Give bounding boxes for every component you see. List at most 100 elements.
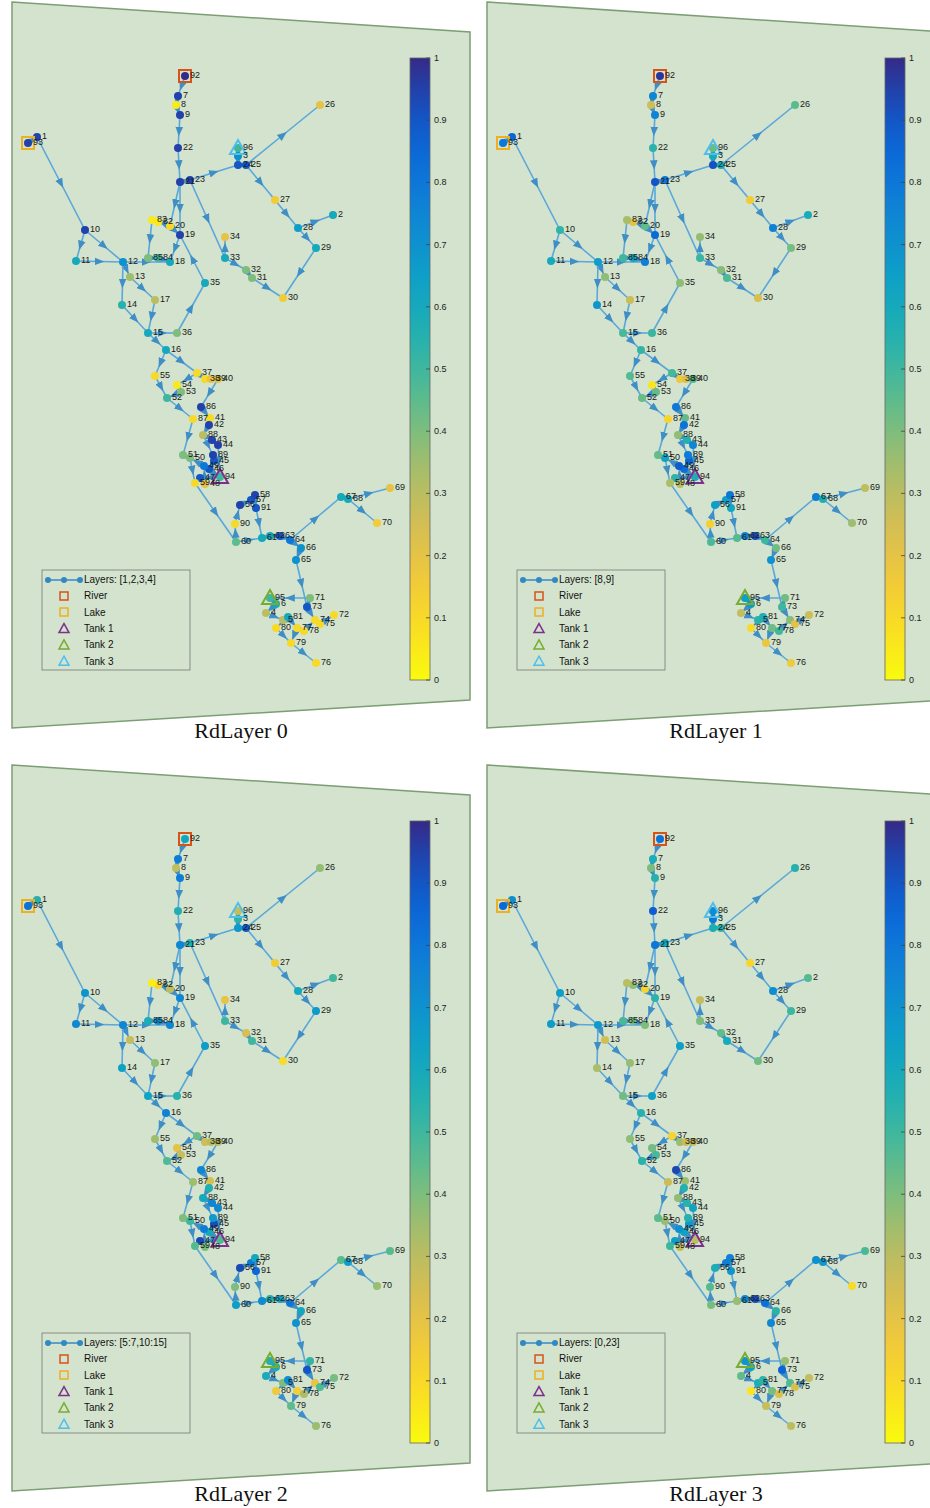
legend-entry: Tank 2: [559, 639, 588, 651]
node-number: 16: [646, 344, 656, 354]
junction-dot: [706, 1283, 714, 1291]
colorbar-tick: 0.7: [909, 1003, 922, 1013]
colorbar-tick: 1: [909, 53, 914, 63]
junction-dot: [144, 329, 152, 337]
junction-dot: [199, 431, 207, 439]
node-number: 71: [315, 1355, 325, 1365]
node-number: 14: [127, 299, 137, 309]
pipe-line: [166, 350, 197, 373]
colorbar-tick-mark: [901, 1194, 905, 1195]
node-number: 2: [813, 972, 818, 982]
node-number: 9: [660, 872, 665, 882]
colorbar-tick-mark: [426, 821, 430, 822]
node-number: 27: [280, 194, 290, 204]
legend-entry: Tank 2: [559, 1402, 588, 1414]
junction-dot: [232, 538, 240, 546]
junction-dot: [297, 544, 305, 552]
colorbar-tick: 0.4: [909, 1189, 922, 1199]
junction-dot: [330, 1374, 338, 1382]
pipe-line: [721, 868, 795, 928]
colorbar-tick: 0.1: [434, 1376, 447, 1386]
node-number: 62: [750, 530, 760, 540]
node-number: 62: [750, 1293, 760, 1303]
node-number: 27: [755, 957, 765, 967]
pipe-line: [652, 283, 680, 333]
node-number: 8: [656, 862, 661, 872]
node-number: 14: [127, 1062, 137, 1072]
colorbar-tick-mark: [901, 369, 905, 370]
pipe-line: [721, 105, 795, 165]
node-number: 62: [275, 530, 285, 540]
node-number: 66: [306, 1305, 316, 1315]
colorbar-tick-mark: [901, 1318, 905, 1319]
node-number: 80: [281, 622, 291, 632]
node-number: 76: [796, 1420, 806, 1430]
colorbar-tick-mark: [426, 680, 430, 681]
junction-dot: [248, 1037, 256, 1045]
node-number: 19: [185, 992, 195, 1002]
junction-dot: [709, 924, 717, 932]
node-number: 80: [756, 1385, 766, 1395]
pipe-line: [597, 305, 623, 333]
node-number: 14: [602, 299, 612, 309]
node-number: 60: [241, 536, 251, 546]
junction-dot: [746, 196, 754, 204]
junction-dot: [174, 144, 182, 152]
node-number: 96: [243, 905, 253, 915]
junction-dot: [623, 979, 631, 987]
junction-dot: [723, 1037, 731, 1045]
pipe-line: [290, 497, 341, 540]
junction-dot: [769, 987, 777, 995]
source-symbol: [497, 137, 509, 149]
node-number: 87: [198, 1176, 208, 1186]
node-number: 48: [685, 478, 695, 488]
junction-dot: [747, 1387, 755, 1395]
junction-dot: [337, 493, 345, 501]
colorbar-tick-mark: [901, 1069, 905, 1070]
pipe-line: [252, 1041, 283, 1061]
colorbar-tick-mark: [426, 431, 430, 432]
junction-dot: [778, 603, 786, 611]
node-number: 93: [33, 137, 43, 147]
colorbar-tick: 0.9: [434, 878, 447, 888]
junction-dot: [312, 659, 320, 667]
source-symbol: [22, 900, 34, 912]
junction-dot: [236, 1264, 244, 1272]
pipe-line: [597, 262, 598, 305]
node-number: 29: [796, 1005, 806, 1015]
node-number: 25: [726, 922, 736, 932]
junction-dot: [162, 346, 170, 354]
legend-sample: [59, 1403, 69, 1412]
node-number: 30: [288, 292, 298, 302]
junction-dot: [201, 279, 209, 287]
pipe-line: [597, 1068, 623, 1096]
node-number: 28: [778, 985, 788, 995]
junction-dot: [664, 1178, 672, 1186]
node-number: 23: [670, 174, 680, 184]
colorbar-tick: 0.1: [909, 1376, 922, 1386]
pipe-line: [670, 1246, 711, 1305]
node-number: 10: [565, 224, 575, 234]
colorbar-tick: 0.3: [909, 488, 922, 498]
node-number: 60: [241, 1299, 251, 1309]
node-number: 73: [312, 1364, 322, 1374]
junction-dot: [674, 1194, 682, 1202]
node-number: 80: [756, 622, 766, 632]
node-number: 90: [715, 1281, 725, 1291]
junction-dot: [191, 479, 199, 487]
junction-dot: [547, 1020, 555, 1028]
node-number: 88: [683, 429, 693, 439]
junction-dot: [176, 874, 184, 882]
node-number: 75: [800, 1381, 810, 1391]
junction-dot: [294, 987, 302, 995]
pipe-line: [275, 963, 298, 991]
pipe-line: [246, 868, 320, 928]
node-number: 79: [296, 1400, 306, 1410]
node-number: 88: [208, 429, 218, 439]
junction-dot: [593, 1064, 601, 1072]
node-number: 26: [800, 99, 810, 109]
node-number: 32: [251, 1027, 261, 1037]
node-number: 32: [251, 264, 261, 274]
colorbar: [885, 821, 905, 1443]
colorbar-tick: 0.8: [434, 940, 447, 950]
